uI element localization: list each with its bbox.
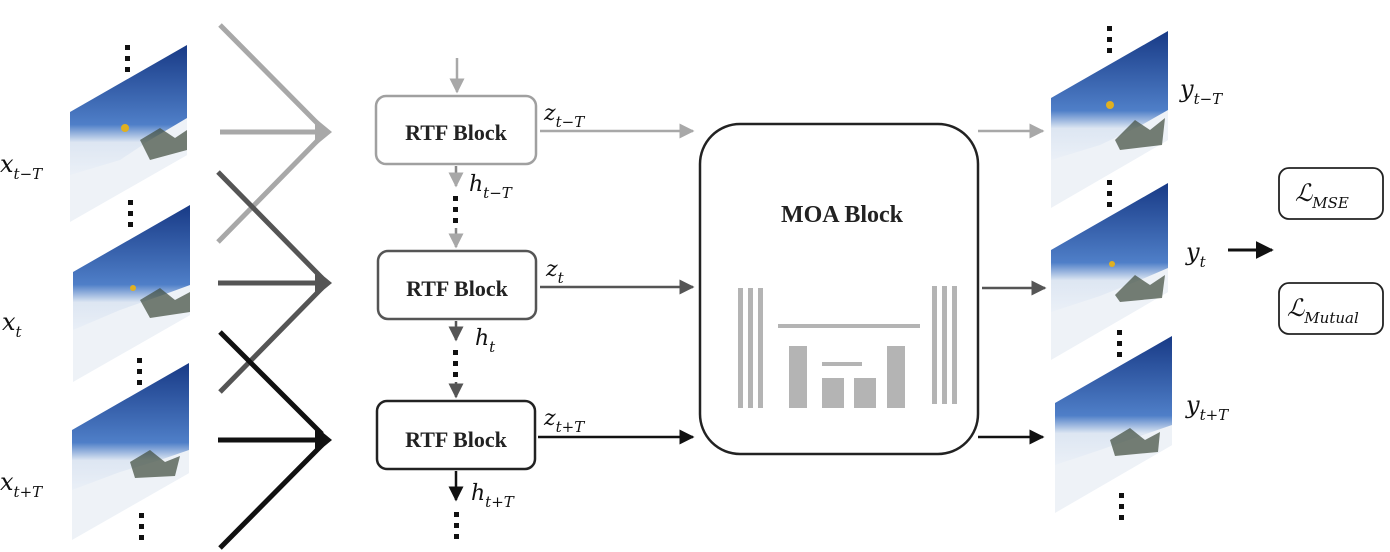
z-label-2: zt+T (543, 406, 585, 436)
z-label-0: zt−T (543, 101, 585, 131)
light-input-arrows (216, 23, 324, 244)
output-frame-t (1051, 183, 1168, 360)
mid-arrowhead (315, 269, 332, 297)
hidden-label-2: ht+T (471, 481, 515, 511)
z-label-1: zt (545, 257, 565, 287)
output-label-t: yt (1185, 238, 1207, 271)
output-frame-t-plus-T (1055, 336, 1172, 513)
input-frame-t-minus-T (70, 45, 187, 222)
input-frame-t-plus-T (72, 363, 189, 540)
rtf-block-2: RTF Block (375, 399, 537, 471)
svg-text:RTF Block: RTF Block (405, 427, 507, 452)
svg-text:RTF Block: RTF Block (406, 276, 508, 301)
rtf-block-0: RTF Block (374, 94, 538, 166)
svg-text:ℒMSE: ℒMSE (1295, 179, 1349, 212)
output-label-t-plus-T: yt+T (1185, 391, 1229, 424)
moa-block: MOA Block (698, 122, 980, 456)
moa-internal-bars (738, 286, 957, 408)
hidden-label-1: ht (475, 326, 496, 356)
dark-arrowhead (315, 426, 332, 454)
svg-text:ℒMutual: ℒMutual (1287, 294, 1359, 327)
input-label-t-plus-T: xt+T (0, 468, 43, 501)
output-frame-t-minus-T (1051, 31, 1168, 208)
output-label-t-minus-T: yt−T (1179, 75, 1223, 108)
loss-box-mse: ℒMSE (1278, 167, 1384, 220)
input-frame-t (73, 205, 190, 382)
input-label-t-minus-T: xt−T (0, 150, 43, 183)
input-label-t: xt (2, 308, 23, 341)
svg-text:RTF Block: RTF Block (405, 120, 507, 145)
dark-input-arrows (218, 330, 324, 550)
output-ellipsis (1107, 26, 1124, 520)
input-ellipsis (125, 45, 144, 540)
light-arrowhead (315, 118, 332, 146)
rtf-block-1: RTF Block (376, 249, 538, 321)
svg-text:MOA Block: MOA Block (781, 202, 904, 228)
hidden-state-connectors (448, 166, 464, 539)
loss-box-mutual: ℒMutual (1278, 282, 1384, 335)
mid-input-arrows (216, 170, 324, 394)
hidden-label-0: ht−T (469, 172, 513, 202)
